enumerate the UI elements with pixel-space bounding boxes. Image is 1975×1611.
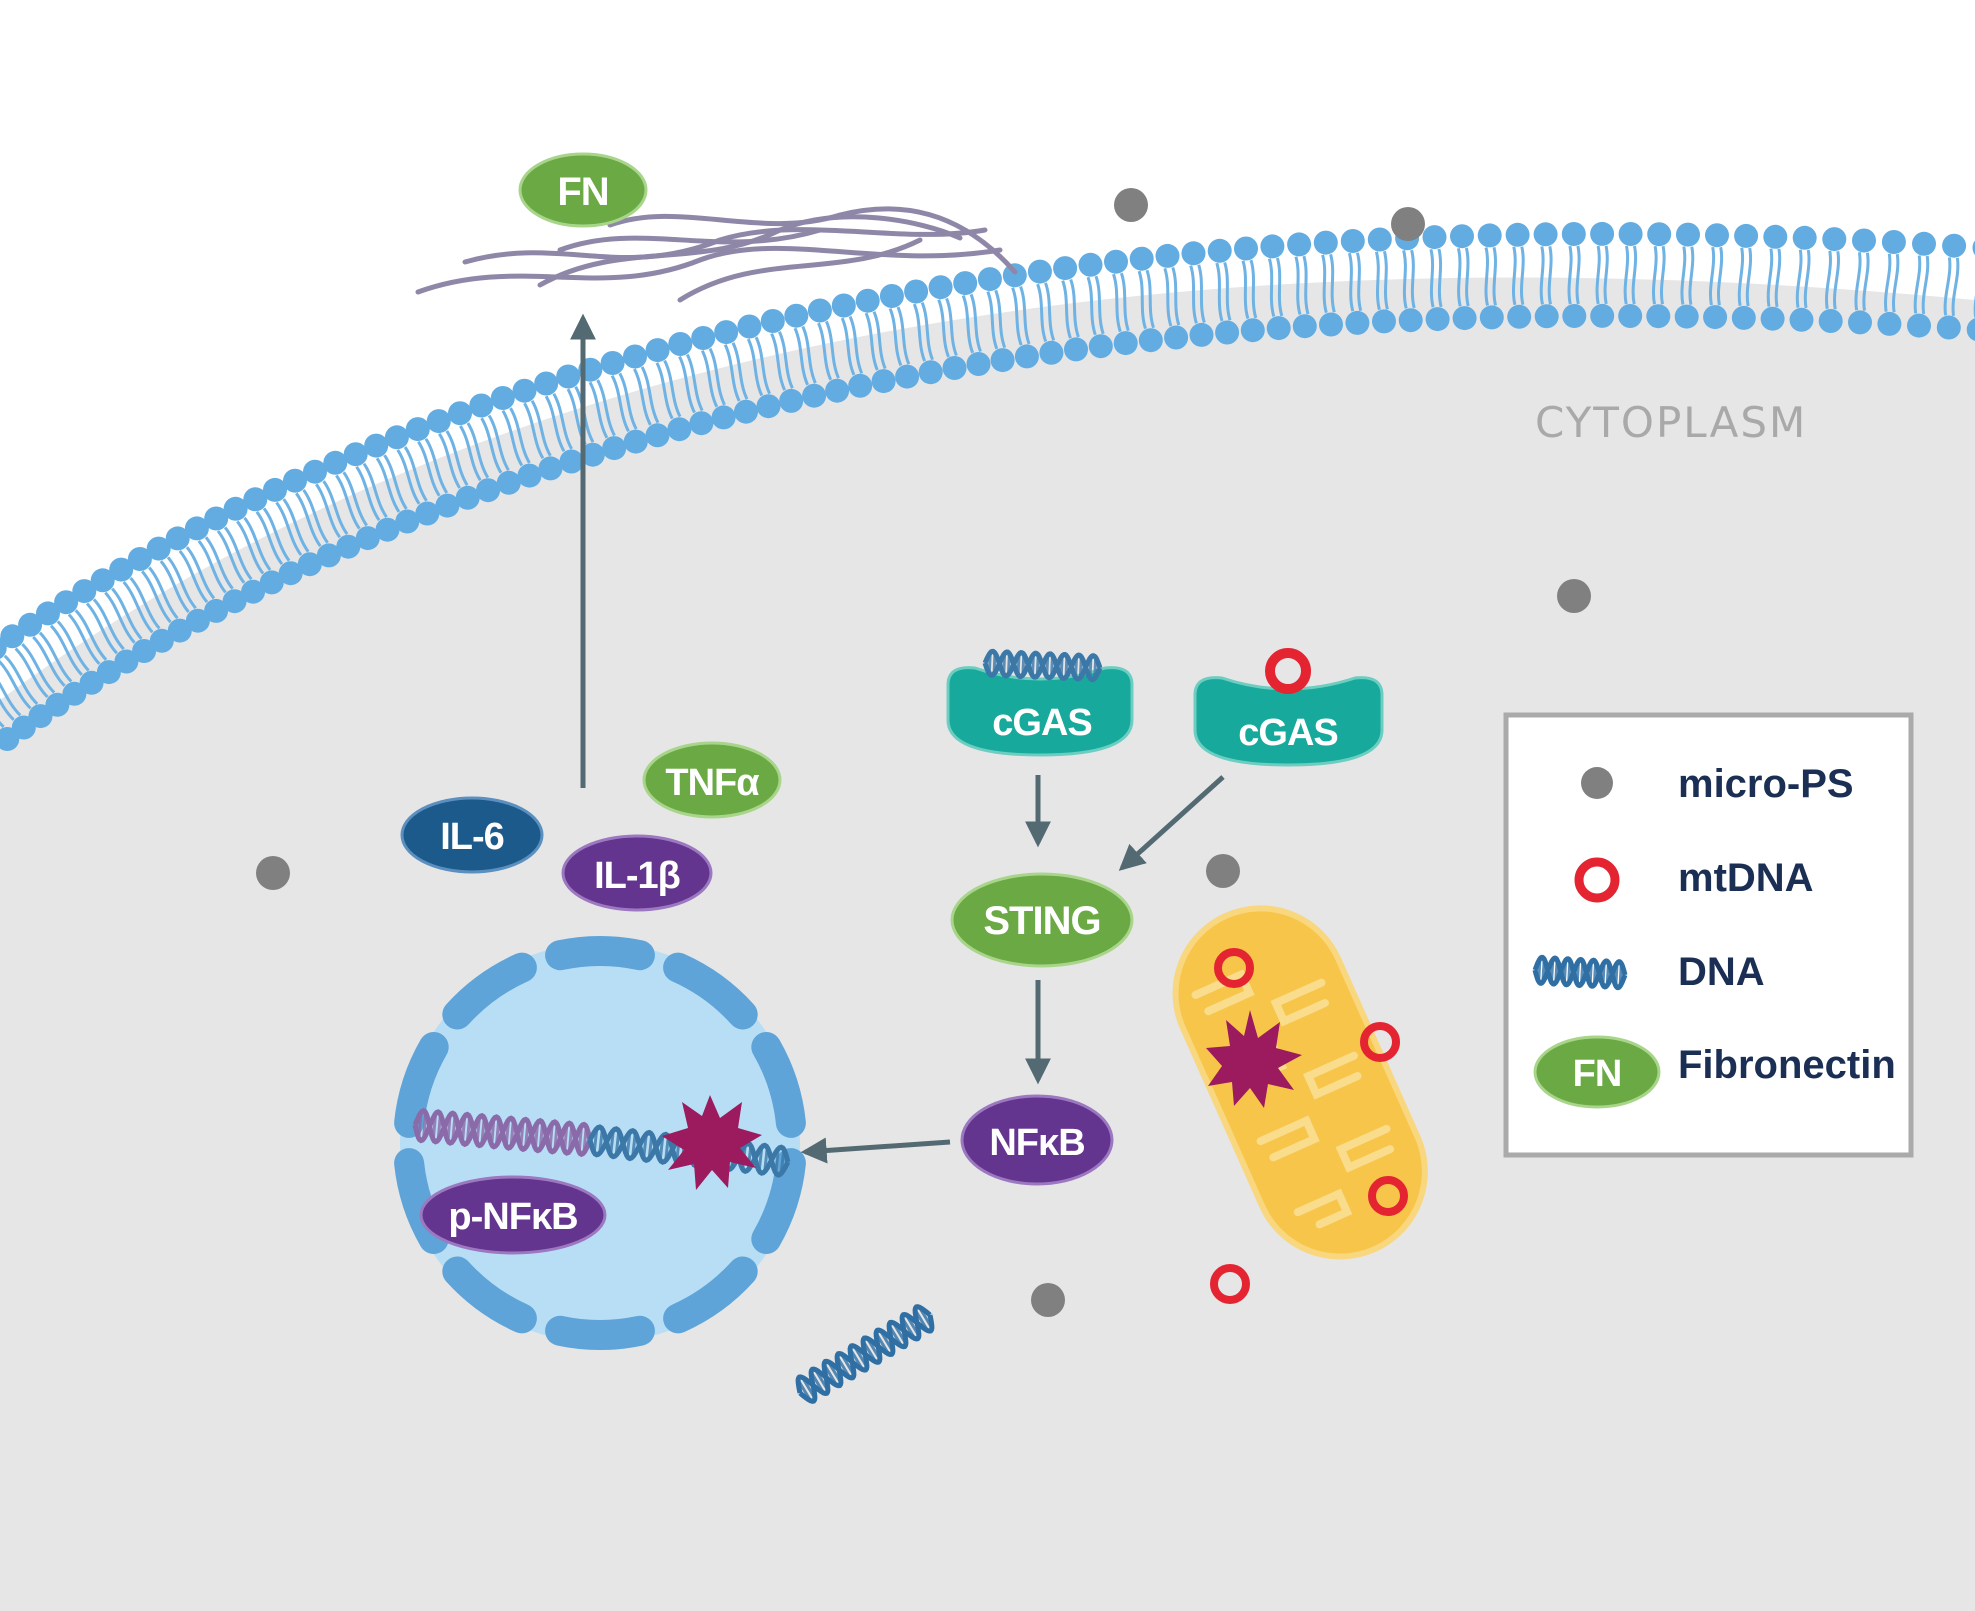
cgas-dna-complex: cGAS xyxy=(946,648,1134,757)
nfkb-to-nucleus-arrow xyxy=(800,1137,951,1164)
nuclear-envelope-segment xyxy=(663,1256,758,1334)
sting-label: STING xyxy=(983,899,1100,943)
nuclear-envelope-segment xyxy=(663,952,758,1030)
nuclear-envelope-segment xyxy=(751,1032,806,1138)
dna-helix-icon xyxy=(1532,954,1628,991)
micro-ps-particle xyxy=(256,856,290,890)
dna-damage-icon xyxy=(662,1095,762,1190)
grey-dot-icon xyxy=(1581,767,1613,799)
micro-ps-particle xyxy=(1557,579,1591,613)
nuclear-envelope-segment xyxy=(751,1148,806,1254)
free-dna-fragment xyxy=(795,1304,935,1404)
il6-label: IL-6 xyxy=(440,816,504,858)
micro-ps-particle xyxy=(1391,207,1425,241)
mtdna-ring-icon xyxy=(1360,1022,1400,1062)
nuclear-envelope-segment xyxy=(442,952,537,1030)
fn-oval-icon xyxy=(1533,1035,1661,1109)
nfkb-label: NFκB xyxy=(989,1122,1084,1164)
cgas-mtdna-complex: cGAS xyxy=(1193,648,1384,767)
cgas-dna-label: cGAS xyxy=(992,702,1091,744)
legend-micro-ps: micro-PS xyxy=(1678,762,1854,806)
fn-label: FN xyxy=(557,170,608,214)
il1b-label: IL-1β xyxy=(594,855,680,897)
fibronectin-molecule: FN xyxy=(518,152,648,228)
micro-ps-particle xyxy=(1031,1283,1065,1317)
cytoplasm-label: CYTOPLASM xyxy=(1535,398,1807,447)
cgas-mtdna-label: cGAS xyxy=(1238,712,1337,754)
nuclear-envelope-segment xyxy=(545,1315,655,1350)
mitochondrial-damage-icon xyxy=(1206,1010,1302,1108)
cell-membrane xyxy=(0,221,1975,751)
mitochondrion xyxy=(1172,905,1428,1260)
nuclear-envelope-segment xyxy=(394,1032,449,1138)
il6-molecule: IL-6 xyxy=(400,796,544,874)
legend-mtdna: mtDNA xyxy=(1678,856,1814,900)
sting-molecule: STING xyxy=(950,872,1134,968)
legend: micro-PS mtDNA DNA FN Fibronectin xyxy=(1503,712,1914,1158)
mtdna-ring-icon xyxy=(1214,948,1254,988)
cgas-mtdna-to-sting-arrow xyxy=(1118,775,1225,871)
nuclear-envelope-segment xyxy=(442,1256,537,1334)
tnfa-label: TNFα xyxy=(665,762,759,804)
tnfa-molecule: TNFα xyxy=(642,741,782,819)
micro-ps-particles xyxy=(256,188,1591,1317)
fibronectin-fibers xyxy=(415,206,1018,303)
legend-fn-icon-text: FN xyxy=(1573,1053,1622,1095)
mtdna-ring-icon xyxy=(1210,1264,1250,1304)
nuclear-envelope-segment xyxy=(545,936,655,971)
red-ring-icon xyxy=(1574,857,1620,903)
legend-dna: DNA xyxy=(1678,950,1765,994)
dna-helix-icon xyxy=(982,648,1103,683)
micro-ps-particle xyxy=(1114,188,1148,222)
legend-fibronectin: Fibronectin xyxy=(1678,1043,1896,1087)
nfkb-molecule: NFκB xyxy=(960,1094,1114,1186)
p-nfkb-label: p-NFκB xyxy=(448,1196,577,1238)
micro-ps-particle xyxy=(1206,854,1240,888)
mtdna-ring-icon xyxy=(1265,648,1311,694)
nucleus: p-NFκB xyxy=(394,936,806,1350)
mtdna-ring-icon xyxy=(1368,1176,1408,1216)
il1b-molecule: IL-1β xyxy=(561,834,713,912)
